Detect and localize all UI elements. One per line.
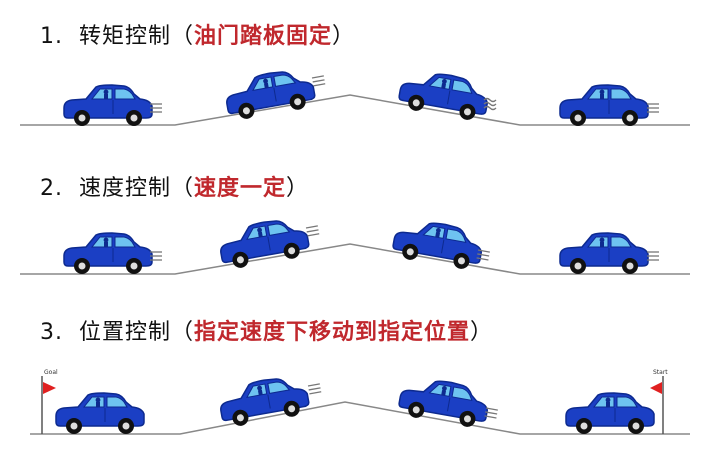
heading-close-paren: ） (470, 320, 494, 345)
scene-speed-control (20, 214, 690, 275)
car-downhill (396, 373, 492, 431)
heading-speed-control: 2. 速度控制（速度一定） (40, 170, 309, 202)
car-flat-left (63, 84, 153, 127)
heading-number: 3. (40, 320, 63, 345)
car-uphill (222, 65, 318, 123)
speed-lines (305, 225, 320, 237)
heading-open-paren: （ (171, 320, 195, 345)
speed-lines (646, 103, 660, 113)
heading-number: 2. (40, 176, 63, 201)
heading-position-control: 3. 位置控制（指定速度下移动到指定位置） (40, 314, 493, 346)
speed-lines (646, 251, 660, 261)
car-flat-right (565, 392, 655, 435)
heading-note: 指定速度下移动到指定位置 (194, 320, 471, 345)
start-flag-label: Start (653, 369, 668, 376)
car-downhill (396, 66, 492, 124)
speed-lines (307, 383, 322, 395)
heading-note: 油门踏板固定 (194, 24, 333, 49)
speed-lines (311, 75, 326, 87)
heading-torque-control: 1. 转矩控制（油门踏板固定） (40, 18, 355, 50)
heading-open-paren: （ (171, 24, 195, 49)
heading-title: 转矩控制 (79, 24, 172, 49)
heading-number: 1. (40, 24, 63, 49)
car-flat-left (63, 232, 153, 275)
car-flat-left (55, 392, 145, 435)
road-line (30, 401, 690, 435)
start-flag: Start (650, 369, 668, 434)
heading-open-paren: （ (171, 176, 195, 201)
scene-position-control: Goal Start (30, 369, 690, 435)
car-uphill (216, 372, 312, 430)
scene-torque-control (20, 65, 690, 127)
heading-title: 速度控制 (79, 176, 172, 201)
car-flat-right (559, 232, 649, 275)
goal-flag-label: Goal (44, 369, 58, 376)
car-downhill (390, 215, 486, 273)
heading-title: 位置控制 (79, 320, 172, 345)
heading-close-paren: ） (286, 176, 310, 201)
car-uphill (216, 214, 312, 272)
heading-close-paren: ） (332, 24, 356, 49)
road-line (20, 243, 690, 275)
heading-note: 速度一定 (194, 176, 287, 201)
goal-flag: Goal (41, 369, 58, 434)
car-flat-right (559, 84, 649, 127)
